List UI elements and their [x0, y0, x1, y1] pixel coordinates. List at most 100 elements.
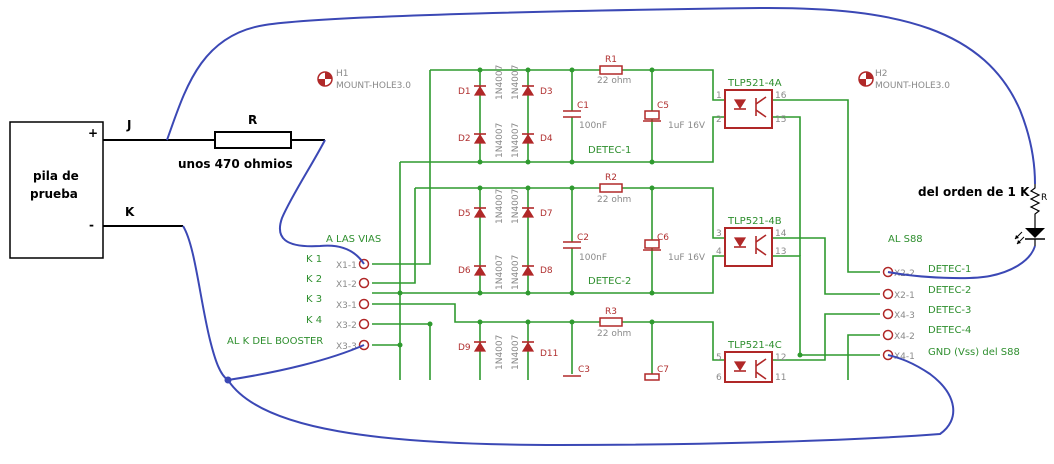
left-pin-4-x: X3-2 [336, 321, 357, 331]
left-pin-3-x: X3-1 [336, 301, 357, 311]
green-wiring [372, 69, 880, 380]
capacitors: C1 100nF C2 100nF C3 C5 1uF 16V C6 1uF 1… [563, 101, 706, 381]
diode-d6-name: D6 [458, 266, 471, 276]
cap-c6-value: 1uF 16V [668, 253, 706, 263]
wire-k-label: K [125, 205, 135, 219]
opto-b: TLP521-4B 3 4 14 13 [716, 216, 787, 267]
resistor-in-name: R [248, 113, 257, 127]
left-pin-2: K 2 X1-2 [306, 274, 370, 290]
right-pin-4-label: DETEC-4 [928, 325, 971, 336]
diode-d8: D8 1N4007 [511, 255, 553, 290]
resistor-r2-value: 22 ohm [597, 195, 631, 205]
left-pin-3-k: K 3 [306, 294, 322, 305]
opto-c: TLP521-4C 5 6 12 11 [716, 340, 786, 383]
resistor-r2: R2 22 ohm [597, 173, 631, 205]
diode-d4-value: 1N4007 [511, 123, 521, 158]
cap-c7: C7 [644, 365, 669, 381]
opto-c-pin-5: 5 [716, 353, 722, 363]
diode-d3-value: 1N4007 [511, 65, 521, 100]
left-pin-5-k: AL K DEL BOOSTER [227, 336, 323, 347]
right-pin-5-label: GND (Vss) del S88 [928, 347, 1020, 358]
opto-b-pin-14: 14 [775, 229, 787, 239]
diode-d11-name: D11 [540, 349, 558, 359]
wire-j-label: J [126, 118, 131, 132]
right-pin-5-x: X4-1 [894, 352, 915, 362]
cap-c3-name: C3 [578, 365, 590, 375]
left-connector: A LAS VIAS K 1 X1-1 K 2 X1-2 K 3 X3-1 K … [227, 234, 381, 352]
diode-d9: D9 1N4007 [458, 335, 505, 370]
mount-hole-h2: H2 MOUNT-HOLE3.0 [858, 69, 950, 91]
battery-label-line1: pila de [33, 169, 79, 183]
right-connector: AL S88 X2-2 DETEC-1 X2-1 DETEC-2 X4-3 DE… [882, 234, 1020, 362]
left-pin-3-terminal [358, 298, 370, 310]
right-pin-2-label: DETEC-2 [928, 285, 971, 296]
diode-d1-name: D1 [458, 87, 471, 97]
opto-c-name: TLP521-4C [727, 340, 782, 351]
right-pin-3-label: DETEC-3 [928, 305, 971, 316]
left-pin-2-x: X1-2 [336, 280, 357, 290]
right-pin-2-terminal [882, 288, 894, 300]
resistor-in-value: unos 470 ohmios [178, 157, 293, 171]
right-header-title: AL S88 [888, 234, 923, 245]
diode-d11-value: 1N4007 [511, 335, 521, 370]
opto-a-pin-15: 15 [775, 115, 786, 125]
left-pin-5: AL K DEL BOOSTER X3-3 [227, 336, 370, 352]
detec-block-2: DETEC-2 [588, 276, 631, 287]
diode-d7-value: 1N4007 [511, 189, 521, 224]
opto-a-pin-16: 16 [775, 91, 787, 101]
diode-d8-name: D8 [540, 266, 553, 276]
right-pin-2: X2-1 DETEC-2 [882, 285, 971, 301]
led [1014, 222, 1045, 246]
resistor-r3: R3 22 ohm [597, 307, 631, 339]
cap-c2-name: C2 [577, 233, 589, 243]
diode-d2-value: 1N4007 [495, 123, 505, 158]
diode-d7-name: D7 [540, 209, 553, 219]
diode-d5-value: 1N4007 [495, 189, 505, 224]
resistor-r1: R1 22 ohm [597, 55, 631, 86]
left-pin-4-k: K 4 [306, 315, 322, 326]
right-pin-3: X4-3 DETEC-3 [882, 305, 971, 321]
opto-c-pin-11: 11 [775, 373, 786, 383]
left-pin-1-k: K 1 [306, 254, 322, 265]
cap-c3: C3 [563, 365, 590, 380]
resistor-r3-value: 22 ohm [597, 329, 631, 339]
left-pin-3: K 3 X3-1 [306, 294, 370, 311]
cap-c2: C2 100nF [563, 233, 607, 263]
diode-d9-name: D9 [458, 343, 471, 353]
mount-hole-h1-id: H1 [336, 69, 349, 79]
diode-d1-value: 1N4007 [495, 65, 505, 100]
opto-b-pin-13: 13 [775, 247, 786, 257]
output-resistor-name: R [1041, 193, 1047, 203]
right-pin-4-x: X4-2 [894, 332, 915, 342]
blue-junction-dot [224, 376, 232, 384]
battery-plus: + [88, 126, 98, 140]
left-pin-5-x: X3-3 [336, 342, 357, 352]
resistor-r1-value: 22 ohm [597, 76, 631, 86]
opto-b-pin-3: 3 [716, 229, 722, 239]
right-pin-4-terminal [882, 329, 894, 341]
diode-d5-name: D5 [458, 209, 471, 219]
opto-a: TLP521-4A 1 2 16 15 [716, 78, 787, 129]
opto-b-name: TLP521-4B [727, 216, 782, 227]
right-pin-4: X4-2 DETEC-4 [882, 325, 971, 342]
cap-c6: C6 1uF 16V [643, 233, 706, 263]
battery-label-line2: prueba [30, 187, 78, 201]
blue-annotation-wires [166, 6, 1036, 447]
diode-d2: D2 1N4007 [458, 123, 505, 158]
cap-c5-name: C5 [657, 101, 669, 111]
diode-d3-name: D3 [540, 87, 553, 97]
mount-hole-h1: H1 MOUNT-HOLE3.0 [317, 69, 411, 91]
diode-d6: D6 1N4007 [458, 255, 505, 290]
resistor-r2-name: R2 [605, 173, 617, 183]
resistor-470 [214, 131, 292, 149]
diode-d5: D5 1N4007 [458, 189, 505, 224]
opto-c-pin-6: 6 [716, 373, 722, 383]
right-pin-3-terminal [882, 308, 894, 320]
diode-d8-value: 1N4007 [511, 255, 521, 290]
mount-hole-h1-type: MOUNT-HOLE3.0 [336, 81, 411, 91]
diode-d3: D3 1N4007 [511, 65, 553, 100]
battery-minus: - [89, 218, 94, 232]
output-resistor-value: del orden de 1 K [918, 185, 1030, 199]
resistors: R1 22 ohm R2 22 ohm R3 22 ohm [597, 55, 631, 339]
cap-c1: C1 100nF [563, 101, 607, 131]
